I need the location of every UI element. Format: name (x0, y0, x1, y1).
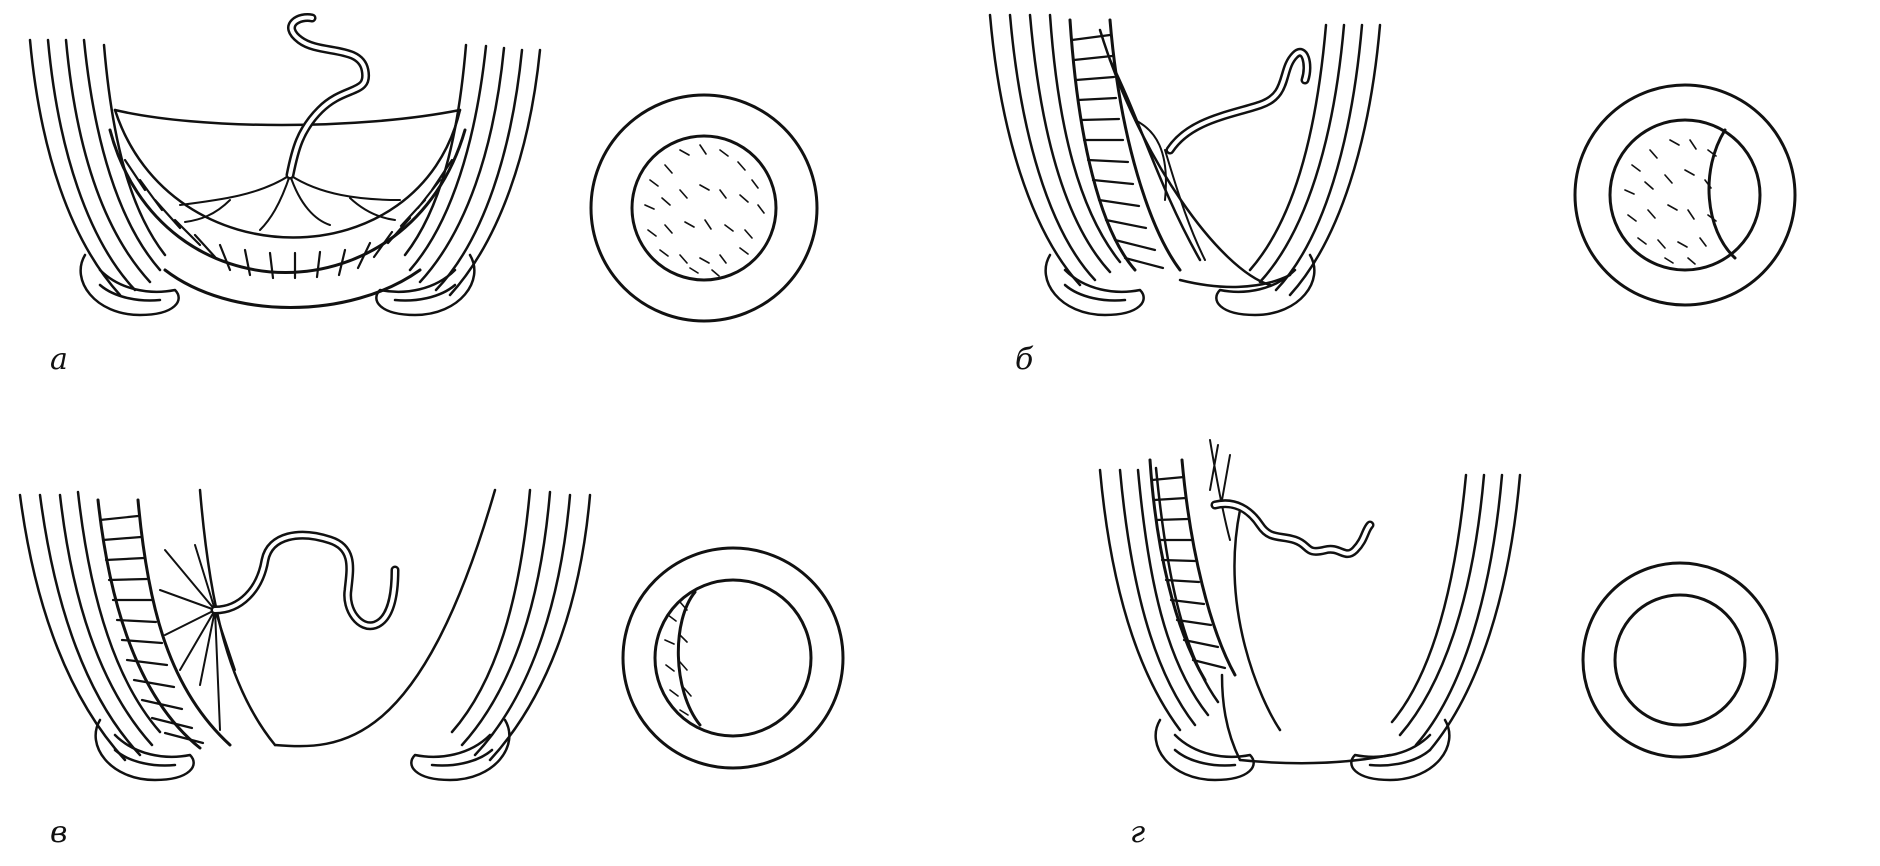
panel-label-b: б (1015, 345, 1033, 375)
placenta-fill-b (1625, 140, 1716, 264)
panel-a: а (0, 0, 940, 400)
panel-v: в (0, 430, 940, 866)
uterus-drawing-b (960, 0, 1880, 400)
panel-g: г (960, 430, 1880, 866)
uterus-drawing-a (0, 0, 940, 400)
uterus-drawing-v (0, 430, 940, 866)
panel-b: б (960, 0, 1880, 400)
uterus-drawing-g (960, 430, 1880, 866)
placenta-fill-a (645, 145, 764, 276)
panel-label-a: а (50, 345, 68, 375)
panel-label-v: в (50, 818, 67, 848)
panel-label-g: г (1130, 818, 1145, 848)
